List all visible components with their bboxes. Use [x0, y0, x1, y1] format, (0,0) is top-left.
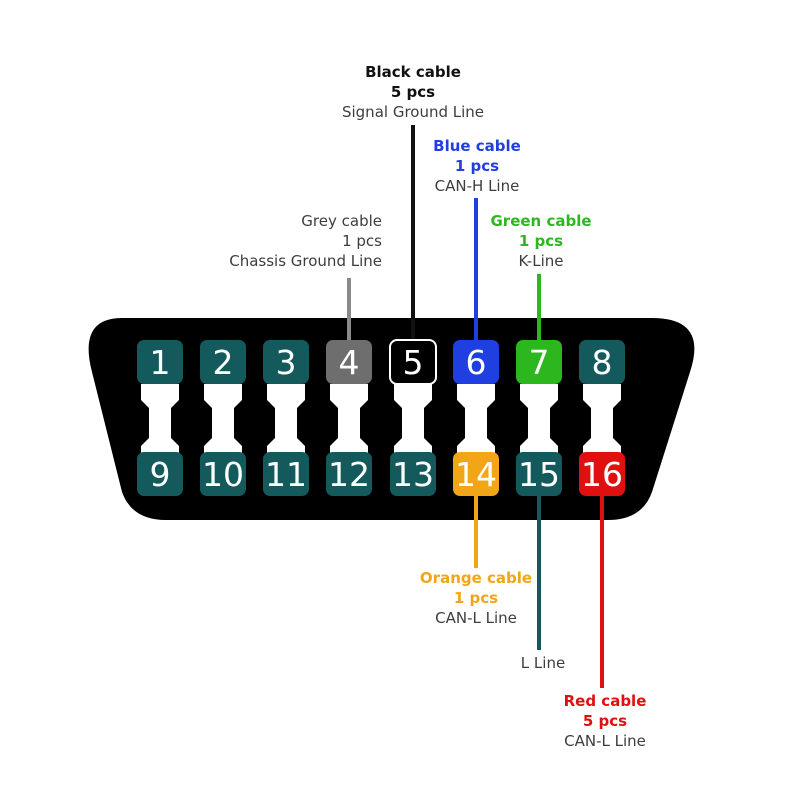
- red-cable-desc: CAN-L Line: [564, 732, 646, 750]
- top-pin-row: 1 2 3 4 5 6 7 8: [137, 339, 625, 385]
- pin-1-label: 1: [150, 343, 171, 382]
- green-cable-callout: Green cable 1 pcs K-Line: [490, 211, 591, 271]
- pin-6-label: 6: [466, 343, 487, 382]
- pin-13-label: 13: [392, 455, 434, 494]
- pin-cavity: [583, 384, 621, 462]
- pin-cavity: [394, 384, 432, 462]
- pin-8-label: 8: [592, 343, 613, 382]
- pin-cavity: [204, 384, 242, 462]
- pin-14-label: 14: [455, 455, 497, 494]
- pin-13-box: [390, 452, 436, 496]
- pin-cavity: [330, 384, 368, 462]
- red-cable-callout: Red cable 5 pcs CAN-L Line: [564, 691, 647, 751]
- pin-8-box: [579, 340, 625, 384]
- grey-cable-callout: Grey cable 1 pcs Chassis Ground Line: [229, 211, 382, 271]
- green-cable-qty: 1 pcs: [518, 232, 564, 250]
- pin-5-label: 5: [403, 343, 424, 382]
- pin-2-box: [200, 340, 246, 384]
- pin-2-label: 2: [213, 343, 234, 382]
- blue-cable-name: Blue cable: [433, 137, 521, 155]
- pin-cavity: [141, 384, 179, 462]
- pin-5-box: [389, 339, 437, 385]
- pin-9-box: [137, 452, 183, 496]
- pin-cavity: [457, 384, 495, 462]
- pin-10-box: [200, 452, 246, 496]
- pin-cavity: [520, 384, 558, 462]
- blue-cable-desc: CAN-H Line: [434, 177, 520, 195]
- pin-15-label: 15: [518, 455, 560, 494]
- pin-15-box: [516, 452, 562, 496]
- pin-14-box: [453, 452, 499, 496]
- pin-4-box: [326, 340, 372, 384]
- pin-1-box: [137, 340, 183, 384]
- pin-cavities: [141, 384, 621, 462]
- grey-cable-name: Grey cable: [301, 212, 382, 230]
- teal-cable-desc: L Line: [520, 654, 566, 672]
- black-cable-qty: 5 pcs: [390, 83, 436, 101]
- pin-4-label: 4: [339, 343, 360, 382]
- pin-16-box: [579, 452, 625, 496]
- pin-7-box: [516, 340, 562, 384]
- pin-12-label: 12: [328, 455, 370, 494]
- blue-cable-callout: Blue cable 1 pcs CAN-H Line: [433, 136, 521, 196]
- grey-cable-desc: Chassis Ground Line: [229, 252, 382, 270]
- orange-cable-name: Orange cable: [419, 569, 533, 587]
- black-cable-desc: Signal Ground Line: [341, 103, 485, 121]
- pin-16-label: 16: [581, 455, 623, 494]
- pin-9-label: 9: [150, 455, 171, 494]
- grey-cable-qty: 1 pcs: [342, 232, 382, 250]
- green-cable-desc: K-Line: [518, 252, 564, 270]
- black-cable-name: Black cable: [365, 63, 461, 81]
- orange-cable-qty: 1 pcs: [453, 589, 499, 607]
- cable-wires: [347, 125, 604, 688]
- green-cable-name: Green cable: [490, 212, 592, 230]
- pin-12-box: [326, 452, 372, 496]
- pin-11-box: [263, 452, 309, 496]
- red-cable-name: Red cable: [563, 692, 647, 710]
- orange-cable-callout: Orange cable 1 pcs CAN-L Line: [420, 568, 532, 628]
- teal-cable-callout: L Line: [521, 653, 565, 673]
- pin-3-box: [263, 340, 309, 384]
- pin-11-label: 11: [265, 455, 307, 494]
- pin-cavity: [267, 384, 305, 462]
- black-cable-callout: Black cable 5 pcs Signal Ground Line: [342, 62, 484, 122]
- pin-3-label: 3: [276, 343, 297, 382]
- pin-7-label: 7: [529, 343, 550, 382]
- red-cable-qty: 5 pcs: [582, 712, 628, 730]
- blue-cable-qty: 1 pcs: [454, 157, 500, 175]
- pin-10-label: 10: [202, 455, 244, 494]
- pin-6-box: [453, 340, 499, 384]
- bottom-pin-row: 9 10 11 12 13 14 15 16: [137, 452, 625, 496]
- orange-cable-desc: CAN-L Line: [435, 609, 517, 627]
